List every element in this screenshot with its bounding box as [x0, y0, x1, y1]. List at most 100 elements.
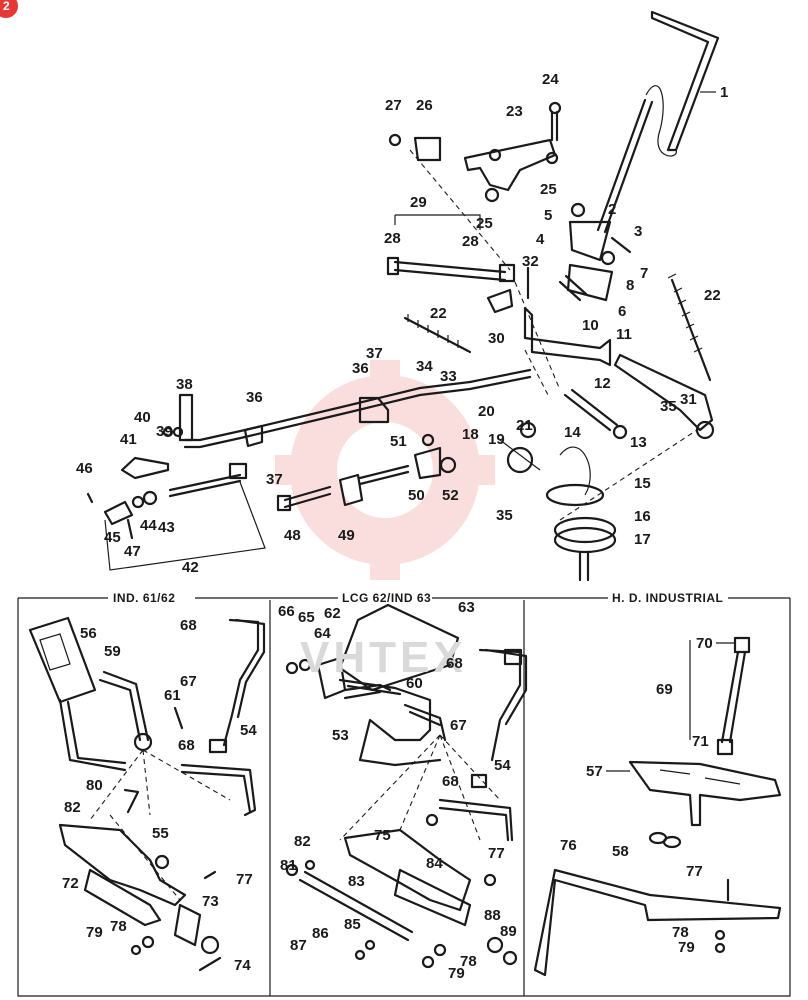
part-number: 36 [246, 389, 263, 406]
section-label-middle: LCG 62/IND 63 [342, 591, 431, 605]
part-number: 88 [484, 907, 501, 924]
part-number: 54 [494, 757, 511, 774]
part-number: 77 [686, 863, 703, 880]
watermark-gear-icon [275, 360, 495, 580]
part-number: 39 [156, 423, 173, 440]
part-number: 23 [506, 103, 523, 120]
part-number: 67 [450, 717, 467, 734]
part-number: 20 [478, 403, 495, 420]
part-number: 61 [164, 687, 181, 704]
part-number: 33 [440, 368, 457, 385]
part-number: 15 [634, 475, 651, 492]
part-number: 38 [176, 376, 193, 393]
part-number: 45 [104, 529, 121, 546]
part-number: 89 [500, 923, 517, 940]
callouts-middle-panel: 66 65 62 63 64 60 68 67 68 53 54 82 75 8… [278, 599, 517, 982]
part-number: 41 [120, 431, 137, 448]
part-number: 68 [178, 737, 195, 754]
part-number: 34 [416, 358, 433, 375]
part-number: 24 [542, 71, 559, 88]
part-number: 78 [672, 924, 689, 941]
section-label-left: IND. 61/62 [113, 591, 175, 605]
callouts-top: 1 2 3 4 5 6 7 8 10 11 12 13 14 15 16 17 … [76, 71, 728, 576]
part-number: 56 [80, 625, 97, 642]
part-number: 60 [406, 675, 423, 692]
part-number: 31 [680, 391, 697, 408]
part-number: 50 [408, 487, 425, 504]
part-number: 80 [86, 777, 103, 794]
part-number: 82 [64, 799, 81, 816]
badge-label: 2 [3, 0, 10, 13]
part-number: 28 [384, 230, 401, 247]
part-number: 79 [448, 965, 465, 982]
part-number: 47 [124, 543, 141, 560]
top-assembly [86, 10, 720, 582]
part-number: 73 [202, 893, 219, 910]
part-number: 82 [294, 833, 311, 850]
part-number: 6 [618, 303, 626, 320]
part-number: 77 [488, 845, 505, 862]
part-number: 85 [344, 916, 361, 933]
part-number: 1 [720, 84, 728, 101]
part-number: 68 [442, 773, 459, 790]
part-number: 32 [522, 253, 539, 270]
part-number: 65 [298, 609, 315, 626]
part-number: 11 [616, 326, 632, 343]
part-number: 27 [385, 97, 402, 114]
part-number: 35 [496, 507, 513, 524]
left-panel-assembly [28, 616, 266, 972]
part-number: 69 [656, 681, 673, 698]
part-number: 21 [516, 417, 533, 434]
part-number: 37 [266, 471, 283, 488]
part-number: 78 [460, 953, 477, 970]
part-number: 5 [544, 207, 552, 224]
right-panel-assembly [533, 636, 782, 977]
part-number: 14 [564, 424, 581, 441]
part-number: 79 [86, 924, 103, 941]
part-number: 78 [110, 918, 127, 935]
part-number: 77 [236, 871, 253, 888]
part-number: 51 [390, 433, 407, 450]
part-number: 71 [692, 733, 709, 750]
part-number: 16 [634, 508, 651, 525]
part-number: 26 [416, 97, 433, 114]
part-number: 64 [314, 625, 331, 642]
part-number: 63 [458, 599, 475, 616]
part-number: 52 [442, 487, 459, 504]
part-number: 8 [626, 277, 634, 294]
middle-panel-assembly [285, 603, 528, 969]
part-number: 58 [612, 843, 629, 860]
part-number: 10 [582, 317, 599, 334]
part-number: 42 [182, 559, 199, 576]
part-number: 18 [462, 426, 479, 443]
part-number: 28 [462, 233, 479, 250]
part-number: 22 [430, 305, 447, 322]
part-number: 66 [278, 603, 295, 620]
part-number: 53 [332, 727, 349, 744]
part-number: 3 [634, 223, 642, 240]
part-number: 19 [488, 431, 505, 448]
section-frames [17, 597, 791, 997]
part-number: 35 [660, 398, 677, 415]
part-number: 76 [560, 837, 577, 854]
part-number: 40 [134, 409, 151, 426]
part-number: 62 [324, 605, 341, 622]
part-number: 44 [140, 517, 157, 534]
part-number: 68 [180, 617, 197, 634]
part-number: 43 [158, 519, 175, 536]
part-number: 25 [476, 215, 493, 232]
part-number: 83 [348, 873, 365, 890]
part-number: 74 [234, 957, 251, 974]
part-number: 4 [536, 231, 545, 248]
part-number: 17 [634, 531, 651, 548]
section-label-right: H. D. INDUSTRIAL [612, 591, 723, 605]
part-number: 55 [152, 825, 169, 842]
watermark-text: VHTEX [300, 633, 467, 682]
part-number: 46 [76, 460, 93, 477]
part-number: 84 [426, 855, 443, 872]
part-number: 12 [594, 375, 611, 392]
part-number: 75 [374, 827, 391, 844]
part-number: 86 [312, 925, 329, 942]
